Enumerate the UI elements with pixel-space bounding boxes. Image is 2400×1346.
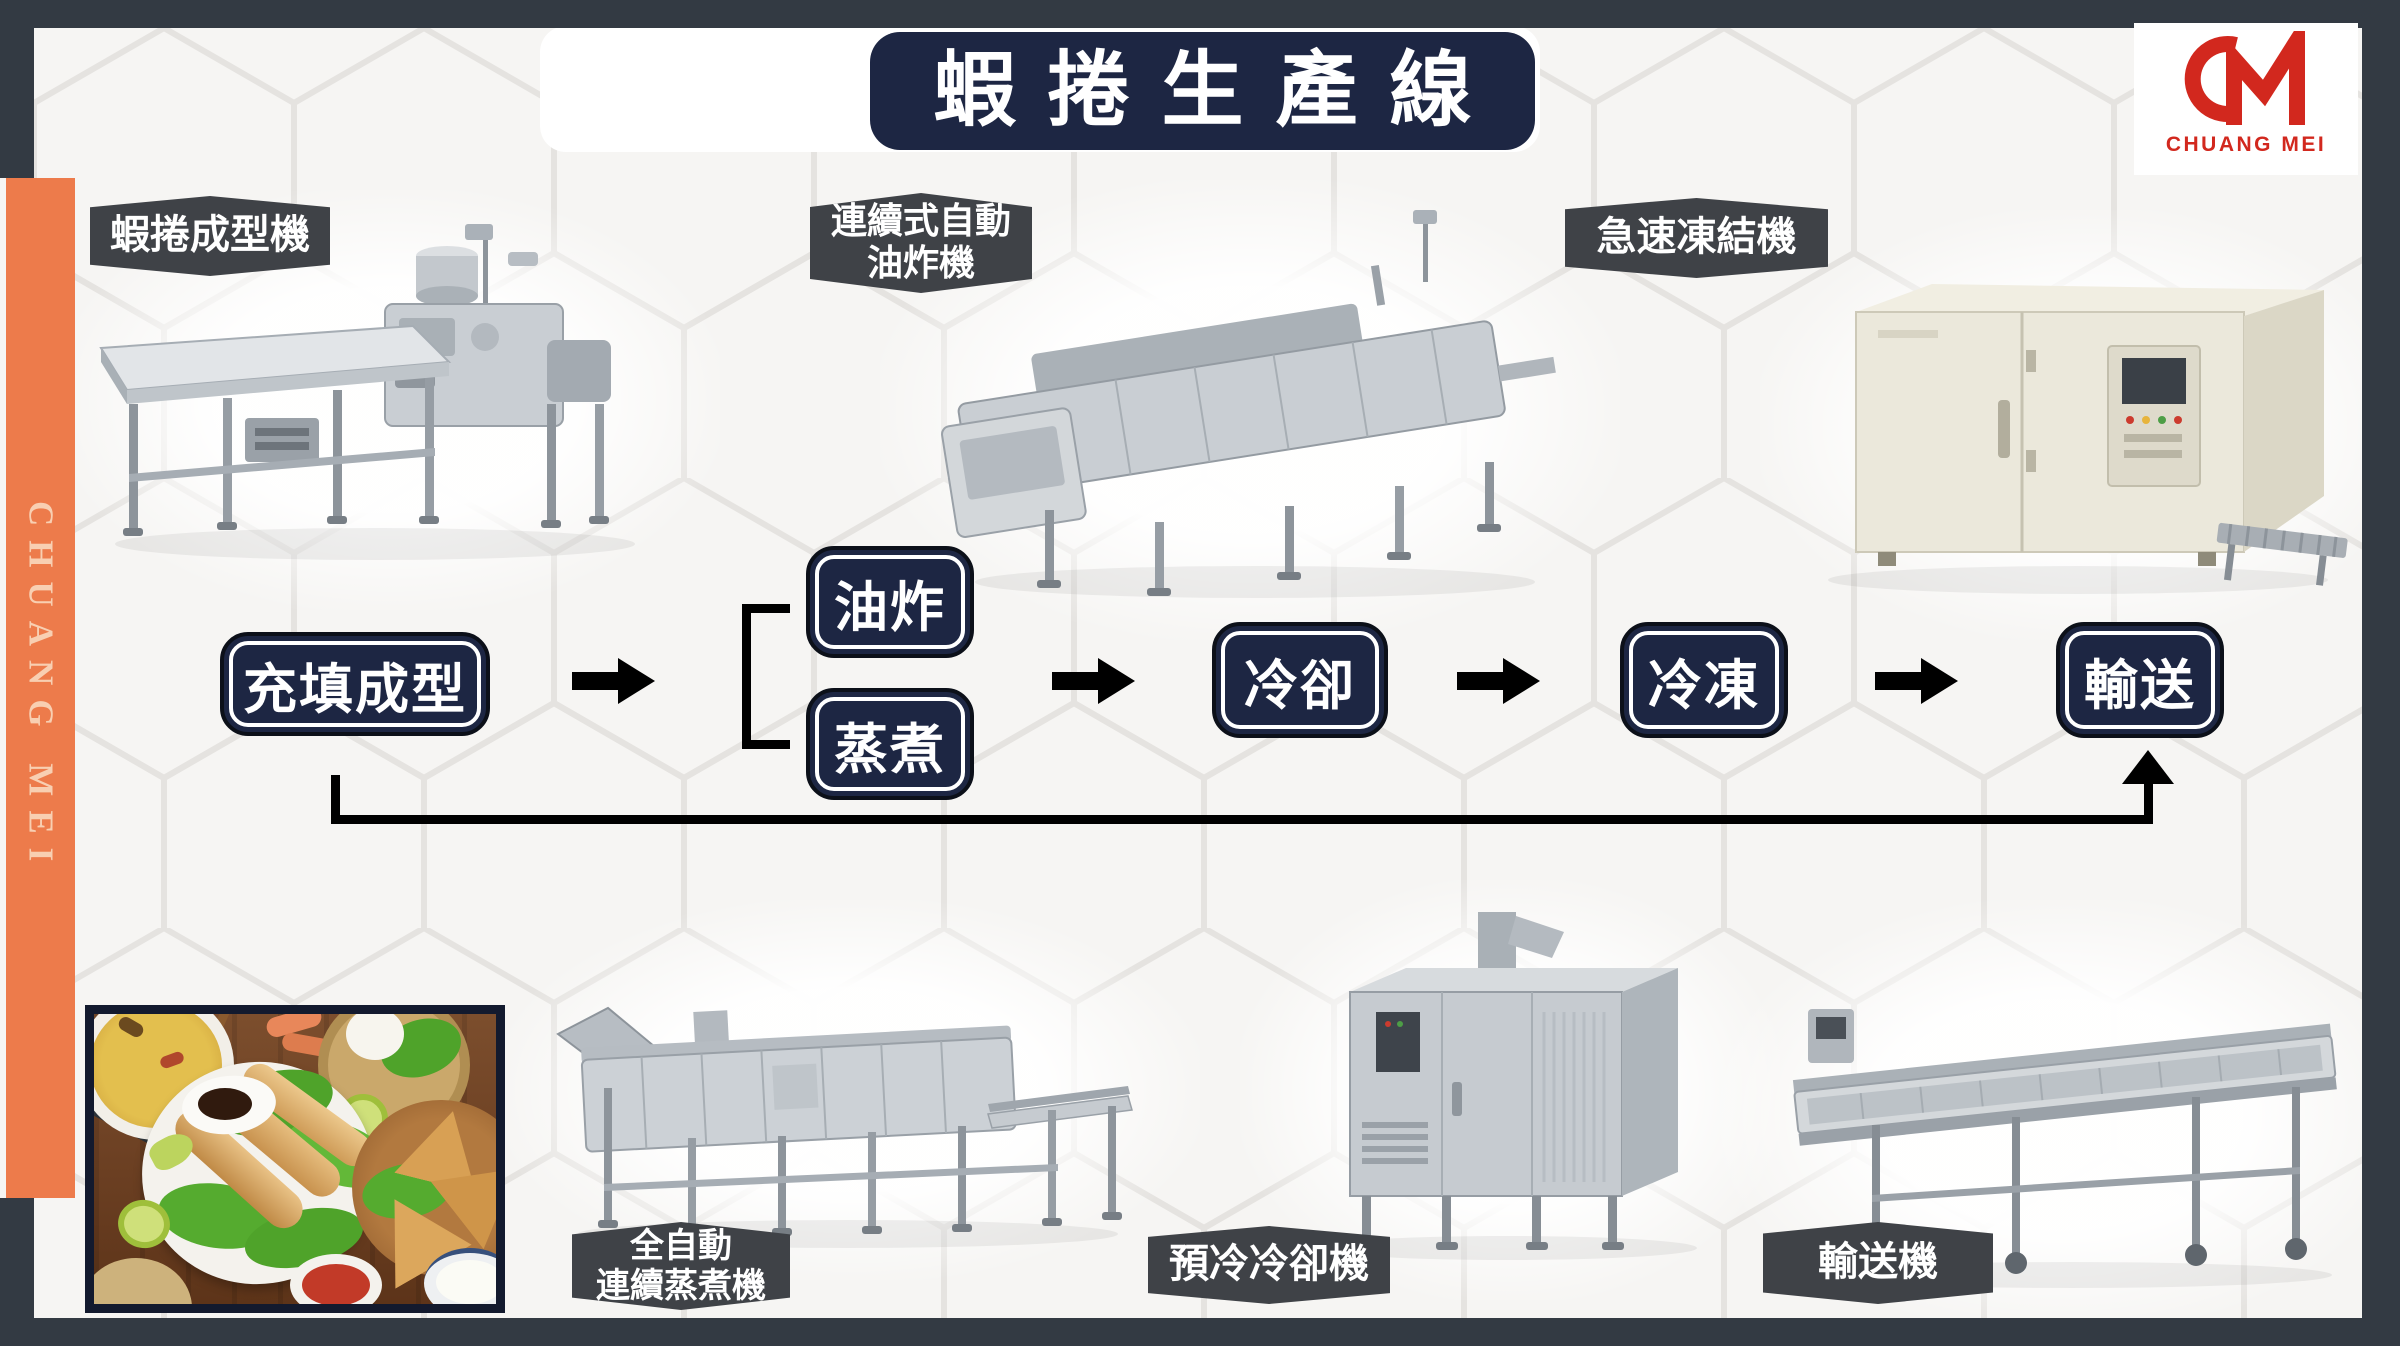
bottom-left-block — [0, 1198, 34, 1346]
flow-node-fill-forming: 充填成型 — [220, 632, 490, 736]
flow-node-label: 輸送 — [2084, 653, 2196, 717]
label-steamer-machine: 全自動 連續蒸煮機 — [572, 1222, 790, 1310]
cm-monogram-icon — [2184, 31, 2305, 125]
bracket-top-stub — [742, 604, 790, 613]
flow-node-freezing: 冷凍 — [1620, 622, 1788, 738]
label-text-line1: 全自動 — [630, 1225, 732, 1266]
brand-sidebar-text: CHUANG MEI — [21, 500, 61, 876]
brand-sidebar: CHUANG MEI — [6, 178, 75, 1198]
forming-machine-image — [99, 224, 635, 560]
bracket-bottom-stub — [742, 740, 790, 749]
precooler-machine-image — [1317, 912, 1697, 1260]
connector-down-segment — [331, 775, 340, 824]
label-text: 輸送機 — [1818, 1239, 1938, 1286]
flow-node-label: 充填成型 — [243, 657, 467, 721]
food-photo — [85, 1005, 505, 1313]
fryer-machine-image — [941, 210, 1556, 598]
flow-node-conveying: 輸送 — [2056, 622, 2224, 738]
freezer-machine-image — [1828, 284, 2348, 594]
flow-arrow-2 — [1052, 658, 1136, 704]
label-text-line2: 油炸機 — [866, 243, 975, 284]
top-left-block — [0, 0, 34, 178]
label-conveyor-machine: 輸送機 — [1763, 1222, 1993, 1304]
flow-arrow-3 — [1457, 658, 1541, 704]
label-text-line2: 連續蒸煮機 — [596, 1266, 766, 1306]
label-text: 蝦捲成型機 — [110, 212, 310, 259]
soy-sauce — [198, 1088, 252, 1120]
label-fryer-machine: 連續式自動 油炸機 — [810, 193, 1032, 293]
bottom-bar — [0, 1318, 2400, 1346]
company-logo: CHUANG MEI — [2134, 23, 2358, 175]
flow-node-label: 蒸煮 — [834, 717, 946, 781]
top-bar — [0, 0, 2400, 28]
bracket-vertical-line — [742, 604, 751, 749]
flow-arrow-1 — [572, 658, 656, 704]
flow-node-steaming: 蒸煮 — [806, 688, 974, 800]
label-freezer-machine: 急速凍結機 — [1565, 198, 1828, 278]
flow-arrow-4 — [1875, 658, 1959, 704]
flow-node-label: 油炸 — [834, 575, 946, 639]
label-text: 急速凍結機 — [1596, 214, 1797, 261]
chili-sauce — [302, 1264, 370, 1304]
label-text: 預冷冷卻機 — [1169, 1241, 1369, 1288]
company-logo-text: CHUANG MEI — [2165, 133, 2327, 156]
label-precooler-machine: 預冷冷卻機 — [1148, 1226, 1390, 1304]
dumpling — [346, 1014, 404, 1060]
flow-node-cooling: 冷卻 — [1212, 622, 1388, 738]
connector-up-segment — [2144, 782, 2153, 824]
connector-arrowhead-up — [2122, 750, 2174, 784]
rice — [436, 1260, 496, 1304]
flow-node-label: 冷凍 — [1648, 653, 1760, 717]
label-forming-machine: 蝦捲成型機 — [90, 196, 330, 276]
flow-node-label: 冷卻 — [1244, 653, 1356, 717]
steamer-machine-image — [556, 1006, 1133, 1248]
label-text-line1: 連續式自動 — [830, 200, 1011, 242]
flow-node-frying: 油炸 — [806, 546, 974, 658]
right-bar — [2362, 0, 2400, 1346]
connector-horizontal-segment — [331, 815, 2153, 824]
page-title: 蝦捲生產線 — [933, 43, 1504, 138]
title-badge: 蝦捲生產線 — [870, 32, 1535, 150]
